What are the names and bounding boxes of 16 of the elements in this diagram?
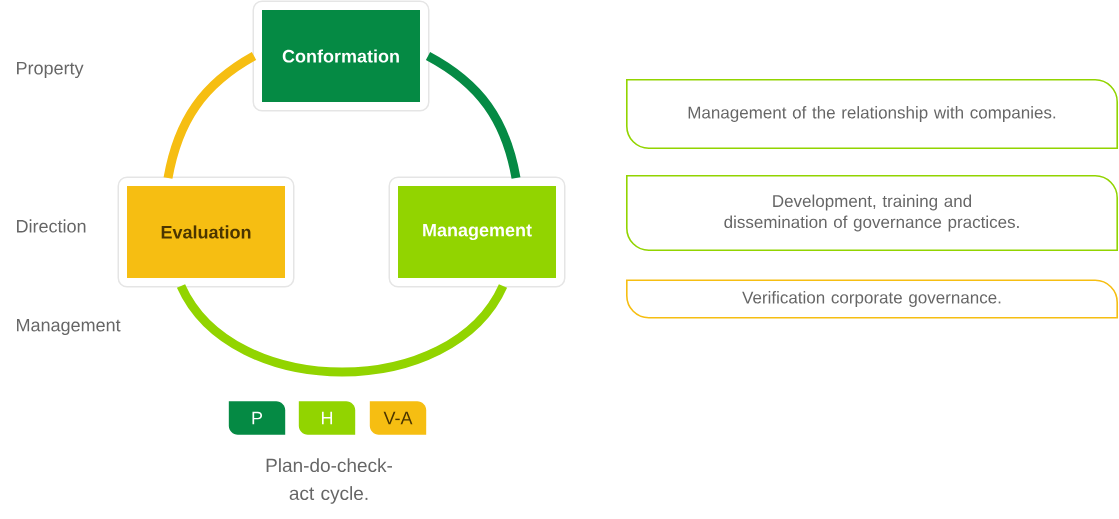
cycle-arc — [163, 52, 257, 179]
process-box: Management — [388, 176, 566, 288]
process-box: Evaluation — [117, 176, 295, 288]
side-label: Management — [17, 318, 121, 336]
text-panel: Development, training and dissemination of governance practices. — [626, 175, 1118, 251]
cycle-arc — [177, 283, 507, 377]
text-panel: Management of the relationship with companies. — [626, 79, 1118, 149]
side-label: Direction — [17, 219, 86, 233]
side-label: Property — [17, 61, 84, 79]
phase-tag: P — [228, 401, 286, 435]
caption: Plan-do-check-act cycle. — [266, 458, 392, 504]
phase-tag: H — [298, 401, 356, 435]
process-box: Conformation — [252, 0, 430, 112]
phase-tag: V-A — [369, 401, 427, 435]
text-panel: Verification corporate governance. — [626, 279, 1118, 319]
cycle-arc — [425, 52, 521, 179]
